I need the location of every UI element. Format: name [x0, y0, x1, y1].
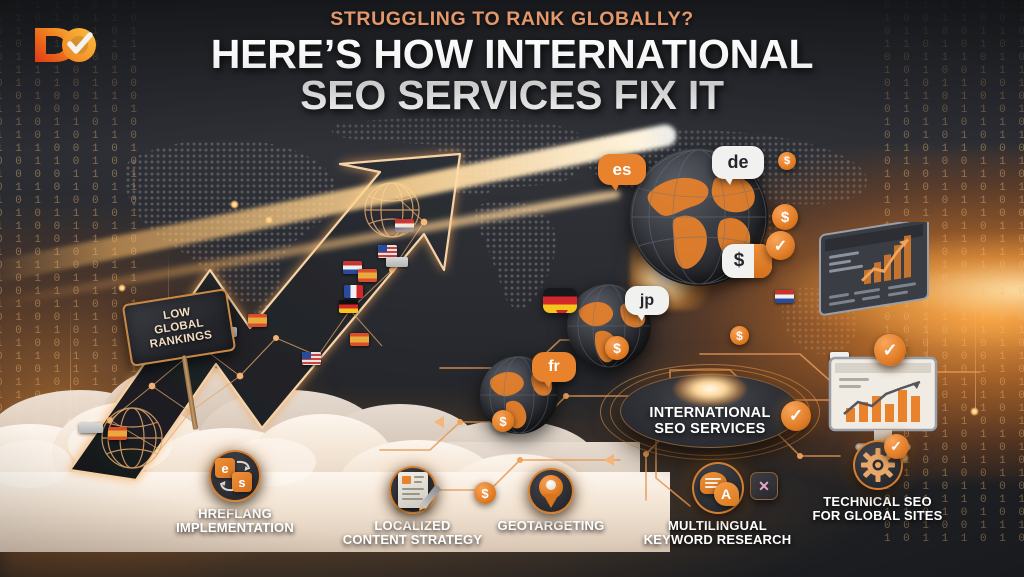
brand-logo[interactable] [29, 22, 101, 68]
feature-localized-content-label: LOCALIZED CONTENT STRATEGY [342, 518, 483, 548]
lang-bubble-de-label: de [727, 152, 749, 172]
hub-label-line-1: INTERNATIONAL [649, 405, 771, 421]
hreflang-code-a: e [215, 458, 235, 478]
feature-multilingual-keywords-label: MULTILINGUAL KEYWORD RESEARCH [643, 518, 792, 548]
globe-tertiary: fr $ [480, 352, 576, 434]
lang-bubble-jp-label: jp [639, 291, 655, 309]
lang-bubble-de: de [712, 146, 764, 185]
currency-badge-usd-label: $ [613, 340, 621, 356]
currency-bubble-usd: $ [722, 244, 772, 278]
sign-text: LOW GLOBAL RANKINGS [145, 304, 213, 352]
feature-multilingual-keywords[interactable]: A MULTILINGUAL KEYWORD RESEARCH [630, 462, 805, 548]
speech-bubbles-icon: A [691, 462, 744, 514]
pin-shape [539, 475, 563, 507]
currency-badge-usd: $ [730, 326, 749, 345]
currency-badge-usd-label: $ [780, 208, 790, 226]
node-chip-glyph: ✕ [758, 477, 770, 494]
doc-header-block [401, 476, 411, 484]
lang-bubble-es: es [598, 154, 646, 191]
pin-dot [546, 480, 556, 490]
feature-technical-seo-label: TECHNICAL SEO FOR GLOBAL SITES [812, 494, 943, 524]
hub-core-glow [674, 372, 746, 406]
currency-badge-usd: $ [778, 152, 796, 170]
feature-hreflang[interactable]: e s HREFLANG IMPLEMENTATION [160, 450, 310, 536]
currency-badge-usd: $ [474, 482, 496, 504]
gear-icon [860, 448, 895, 482]
page-title: HERE’S HOW INTERNATIONAL SEO SERVICES FI… [0, 34, 1024, 115]
lang-bubble-fr-label: fr [548, 358, 560, 375]
currency-badge-usd: $ [605, 336, 629, 360]
globe-main: es de $ [598, 146, 772, 286]
document-icon [397, 472, 441, 510]
analytics-screen-bottom [824, 352, 942, 464]
currency-badge-usd: $ [772, 204, 798, 230]
hub-ring-outer [600, 364, 820, 460]
hreflang-code-a-label: e [221, 460, 229, 476]
lang-bubble-fr: fr [532, 352, 576, 388]
eyebrow-text: STRUGGLING TO RANK GLOBALLY? [330, 8, 694, 30]
hreflang-code-b: s [232, 472, 252, 492]
globe-secondary: jp $ [543, 284, 669, 368]
check-badge: ✓ [781, 401, 811, 431]
currency-badge-usd-label: $ [481, 485, 489, 501]
check-badge: ✓ [766, 231, 795, 260]
speech-bubble-letter-label: A [720, 486, 732, 502]
check-badge-glyph: ✓ [773, 237, 788, 255]
currency-badge-usd-label: $ [736, 328, 743, 343]
lang-bubble-jp: jp [625, 286, 669, 321]
check-badge: ✓ [883, 434, 909, 459]
hreflang-swap-icon: e s [209, 450, 261, 502]
hreflang-code-b-label: s [238, 474, 246, 490]
document-pencil-icon [388, 466, 441, 514]
hub-label-line-2: SEO SERVICES [654, 420, 766, 437]
swap-arrows-icon [220, 460, 250, 492]
lang-bubble-es-label: es [612, 159, 632, 179]
currency-badge-usd-label: $ [783, 155, 791, 167]
feature-technical-seo[interactable]: ✓ TECHNICAL SEO FOR GLOBAL SITES [790, 434, 965, 524]
currency-badge-usd: $ [492, 410, 514, 432]
node-chip: ✕ [750, 472, 778, 500]
gear-check-icon: ✓ [852, 434, 909, 490]
headline-line-1: HERE’S HOW INTERNATIONAL [210, 31, 814, 77]
speech-bubble-letter: A [713, 482, 739, 506]
analytics-screen-top [816, 222, 932, 332]
check-badge-glyph: ✓ [890, 438, 902, 454]
flag-bubble-de [543, 288, 577, 313]
check-badge: ✓ [874, 334, 906, 366]
feature-geotargeting-label: GEOTARGETING [497, 518, 605, 533]
central-hub: INTERNATIONAL SEO SERVICES [600, 364, 820, 472]
header: STRUGGLING TO RANK GLOBALLY? HERE’S HOW … [0, 8, 1024, 115]
feature-hreflang-label: HREFLANG IMPLEMENTATION [176, 506, 294, 536]
currency-bubble-usd-label: $ [733, 250, 745, 271]
hub-label: INTERNATIONAL SEO SERVICES [612, 405, 808, 437]
headline-line-2: SEO SERVICES FIX IT [300, 71, 724, 118]
check-badge-glyph: ✓ [788, 406, 804, 425]
feature-localized-content[interactable]: LOCALIZED CONTENT STRATEGY [330, 466, 495, 548]
map-pin-icon [528, 468, 574, 514]
check-badge-glyph: ✓ [882, 339, 898, 360]
currency-badge-usd-label: $ [499, 413, 507, 429]
feature-geotargeting[interactable]: GEOTARGETING [486, 468, 616, 533]
